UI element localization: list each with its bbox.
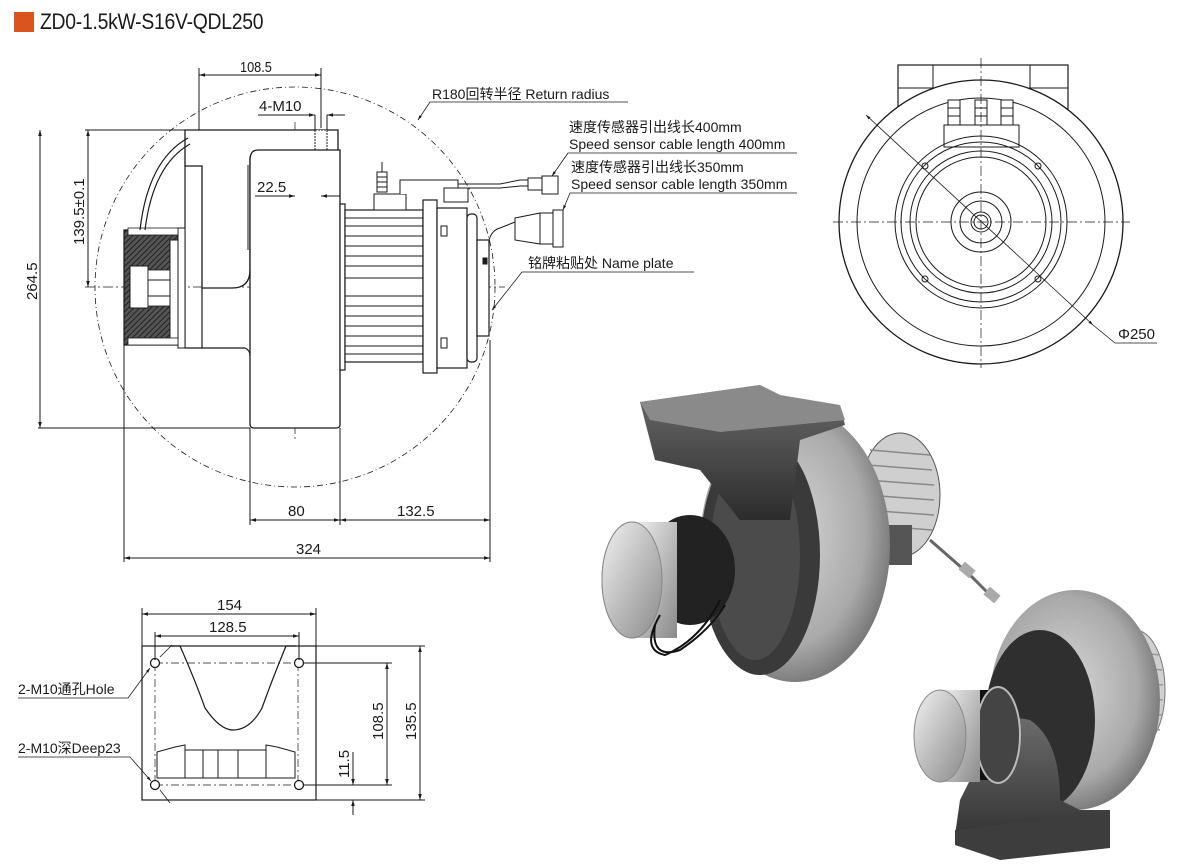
hole-bl [149, 779, 161, 791]
dim-hole-spacing: 128.5 [209, 619, 247, 636]
dim-total-height: 264.5 [24, 262, 41, 300]
sensor-350-leader [562, 192, 797, 211]
sensor-400-cn-label: 速度传感器引出线长400mm [569, 119, 742, 135]
sensor-350-cn-label: 速度传感器引出线长350mm [571, 159, 744, 175]
return-radius-leader [417, 101, 628, 121]
top-view-drawing [18, 608, 425, 815]
photo2-brake-cap [913, 689, 967, 783]
dim-total-length: 324 [296, 541, 321, 558]
dim-offset: 22.5 [257, 179, 286, 196]
name-plate-label: 铭牌粘贴处 Name plate [528, 255, 674, 271]
dim-plate-depth: 135.5 [403, 702, 420, 740]
diameter-line [865, 114, 1094, 326]
product-title: ZD0-1.5kW-S16V-QDL250 [14, 9, 294, 35]
side-view-drawing [38, 68, 797, 562]
dim-axle-height: 139.5±0.1 [71, 178, 88, 245]
dim-top-width: 108.5 [240, 58, 272, 75]
dim-hole-pitch: 108.5 [370, 702, 387, 740]
dim-bolt: 4-M10 [259, 98, 302, 115]
title-text: ZD0-1.5kW-S16V-QDL250 [40, 9, 264, 34]
dim-wheel-width: 80 [288, 503, 305, 520]
bracket-cutout [170, 645, 296, 731]
dim-outer-width: 154 [217, 597, 242, 614]
return-radius-label: R180回转半径 Return radius [432, 86, 609, 102]
through-hole-leader [18, 667, 151, 699]
bolt-hole [314, 129, 328, 153]
bracket-foot [156, 744, 296, 779]
name-plate-leader [491, 271, 694, 311]
front-view-drawing [833, 58, 1157, 368]
terminal-studs [947, 99, 1014, 126]
product-photo-1 [601, 385, 1001, 682]
dim-motor-length: 132.5 [397, 503, 435, 520]
motor-body [339, 162, 564, 374]
product-photo-2 [913, 590, 1166, 860]
dim-edge-offset: 11.5 [336, 750, 353, 778]
brake-cable [139, 137, 189, 231]
sensor-350-en-label: Speed sensor cable length 350mm [571, 176, 787, 192]
wheel-body [249, 149, 341, 429]
blind-hole-leader [18, 756, 152, 782]
brake-assembly [123, 227, 186, 349]
blind-hole-label: 2-M10深Deep23 [18, 740, 121, 756]
hole-br [293, 779, 305, 791]
dim-diameter: Φ250 [1118, 326, 1155, 343]
sensor-400-en-label: Speed sensor cable length 400mm [569, 136, 785, 152]
sensor-400-leader [551, 152, 797, 177]
title-accent-square [14, 12, 34, 32]
through-hole-label: 2-M10通孔Hole [18, 681, 115, 697]
